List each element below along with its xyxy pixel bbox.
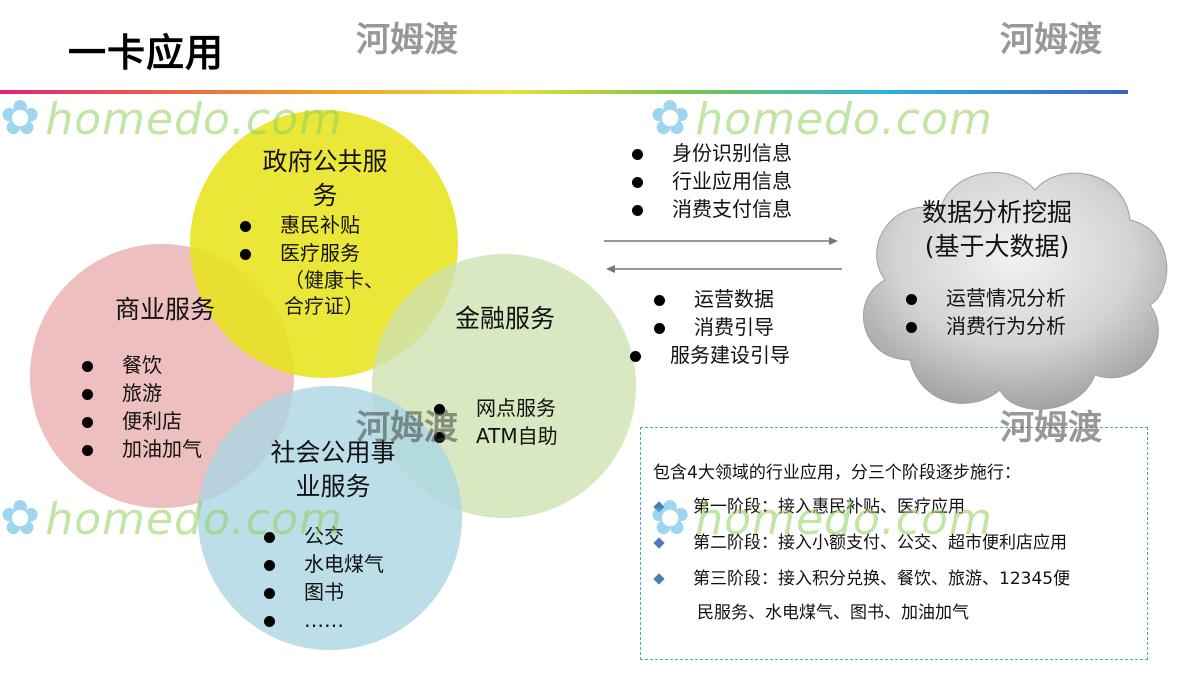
social-list: 公交 水电煤气 图书 ……: [260, 522, 384, 634]
bullet-icon: [902, 312, 946, 340]
cloud-title-line1: 数据分析挖掘: [921, 198, 1072, 227]
finance-title: 金融服务: [454, 304, 555, 333]
info-box: 包含4大领域的行业应用，分三个阶段逐步施行： 第一阶段：接入惠民补贴、医疗应用 …: [640, 427, 1148, 660]
list-item: 消费引导: [650, 313, 774, 341]
social-title-line1: 社会公用事: [270, 438, 396, 467]
list-item: 网点服务: [430, 394, 558, 422]
government-list: 惠民补贴 医疗服务: [236, 211, 360, 267]
business-title: 商业服务: [114, 295, 215, 324]
bullet-icon: [628, 139, 672, 167]
list-item: 惠民补贴: [236, 211, 360, 239]
stage-1: 第一阶段：接入惠民补贴、医疗应用: [653, 490, 965, 525]
list-item: 服务建设引导: [626, 341, 790, 369]
list-item: 水电煤气: [260, 550, 384, 578]
government-extra-line2: 合疗证）: [284, 294, 364, 318]
list-item: 运营数据: [650, 285, 774, 313]
list-item: 行业应用信息: [628, 167, 792, 195]
bullet-icon: [628, 195, 672, 223]
list-item: 旅游: [78, 379, 202, 407]
bullet-icon: [628, 167, 672, 195]
bullet-icon: [260, 606, 304, 634]
slide-title: 一卡应用: [68, 31, 225, 75]
flower-logo-icon: ✿: [0, 90, 41, 146]
list-item: ……: [260, 606, 384, 634]
bullet-icon: [78, 351, 122, 379]
business-list: 餐饮 旅游 便利店 加油加气: [78, 351, 202, 463]
bullet-icon: [236, 239, 280, 267]
cloud-title-line2: (基于大数据): [924, 232, 1070, 261]
finance-list: 网点服务 ATM自助: [430, 394, 558, 450]
diamond-bullet-icon: [653, 537, 665, 549]
government-title-line1: 政府公共服: [262, 147, 388, 176]
flow-arrows: [604, 237, 842, 273]
diamond-bullet-icon: [653, 573, 665, 585]
diamond-bullet-icon: [653, 501, 665, 513]
from-cloud-list-extra: 服务建设引导: [626, 341, 790, 369]
from-cloud-list: 运营数据 消费引导: [650, 285, 774, 341]
watermark: ✿ homedo.com: [650, 90, 993, 146]
bullet-icon: [78, 435, 122, 463]
bullet-icon: [430, 422, 476, 450]
cloud-shape: [862, 172, 1168, 410]
social-title-line2: 业服务: [295, 472, 371, 501]
flower-logo-icon: ✿: [0, 490, 41, 546]
list-item: 医疗服务: [236, 239, 360, 267]
bullet-icon: [260, 578, 304, 606]
info-heading: 包含4大领域的行业应用，分三个阶段逐步施行：: [653, 463, 1021, 483]
social-circle: [198, 386, 462, 650]
list-item: ATM自助: [430, 422, 558, 450]
watermark: 河姆渡: [356, 20, 458, 60]
bullet-icon: [430, 394, 476, 422]
arrow-left-icon: [606, 265, 842, 273]
list-item: 便利店: [78, 407, 202, 435]
list-item: 消费支付信息: [628, 195, 792, 223]
list-item: 公交: [260, 522, 384, 550]
social-title: 社会公用事 业服务: [250, 436, 416, 504]
stage-3-continued: 民服务、水电煤气、图书、加油加气: [697, 603, 969, 623]
to-cloud-list: 身份识别信息 行业应用信息 消费支付信息: [628, 139, 792, 223]
list-item: 加油加气: [78, 435, 202, 463]
government-title: 政府公共服 务: [240, 145, 410, 213]
government-title-line2: 务: [312, 181, 338, 210]
bullet-icon: [650, 285, 694, 313]
bullet-icon: [626, 341, 670, 369]
list-item: 餐饮: [78, 351, 202, 379]
rainbow-divider: [0, 90, 1128, 94]
stage-2: 第二阶段：接入小额支付、公交、超市便利店应用: [653, 526, 1067, 561]
list-item: 消费行为分析: [902, 312, 1066, 340]
list-item: 图书: [260, 578, 384, 606]
bullet-icon: [236, 211, 280, 239]
bullet-icon: [260, 522, 304, 550]
government-extra-line1: （健康卡、: [284, 268, 384, 292]
watermark: 河姆渡: [1000, 20, 1102, 60]
list-item: 运营情况分析: [902, 284, 1066, 312]
bullet-icon: [260, 550, 304, 578]
bullet-icon: [650, 313, 694, 341]
bullet-icon: [78, 407, 122, 435]
bullet-icon: [78, 379, 122, 407]
stage-3: 第三阶段：接入积分兑换、餐饮、旅游、12345便: [653, 562, 1070, 597]
flower-logo-icon: ✿: [650, 90, 691, 146]
bullet-icon: [902, 284, 946, 312]
cloud-list: 运营情况分析 消费行为分析: [902, 284, 1066, 340]
cloud-title: 数据分析挖掘 (基于大数据): [880, 196, 1114, 264]
arrow-right-icon: [604, 237, 838, 245]
government-extra: （健康卡、 合疗证）: [284, 267, 384, 319]
list-item: 身份识别信息: [628, 139, 792, 167]
